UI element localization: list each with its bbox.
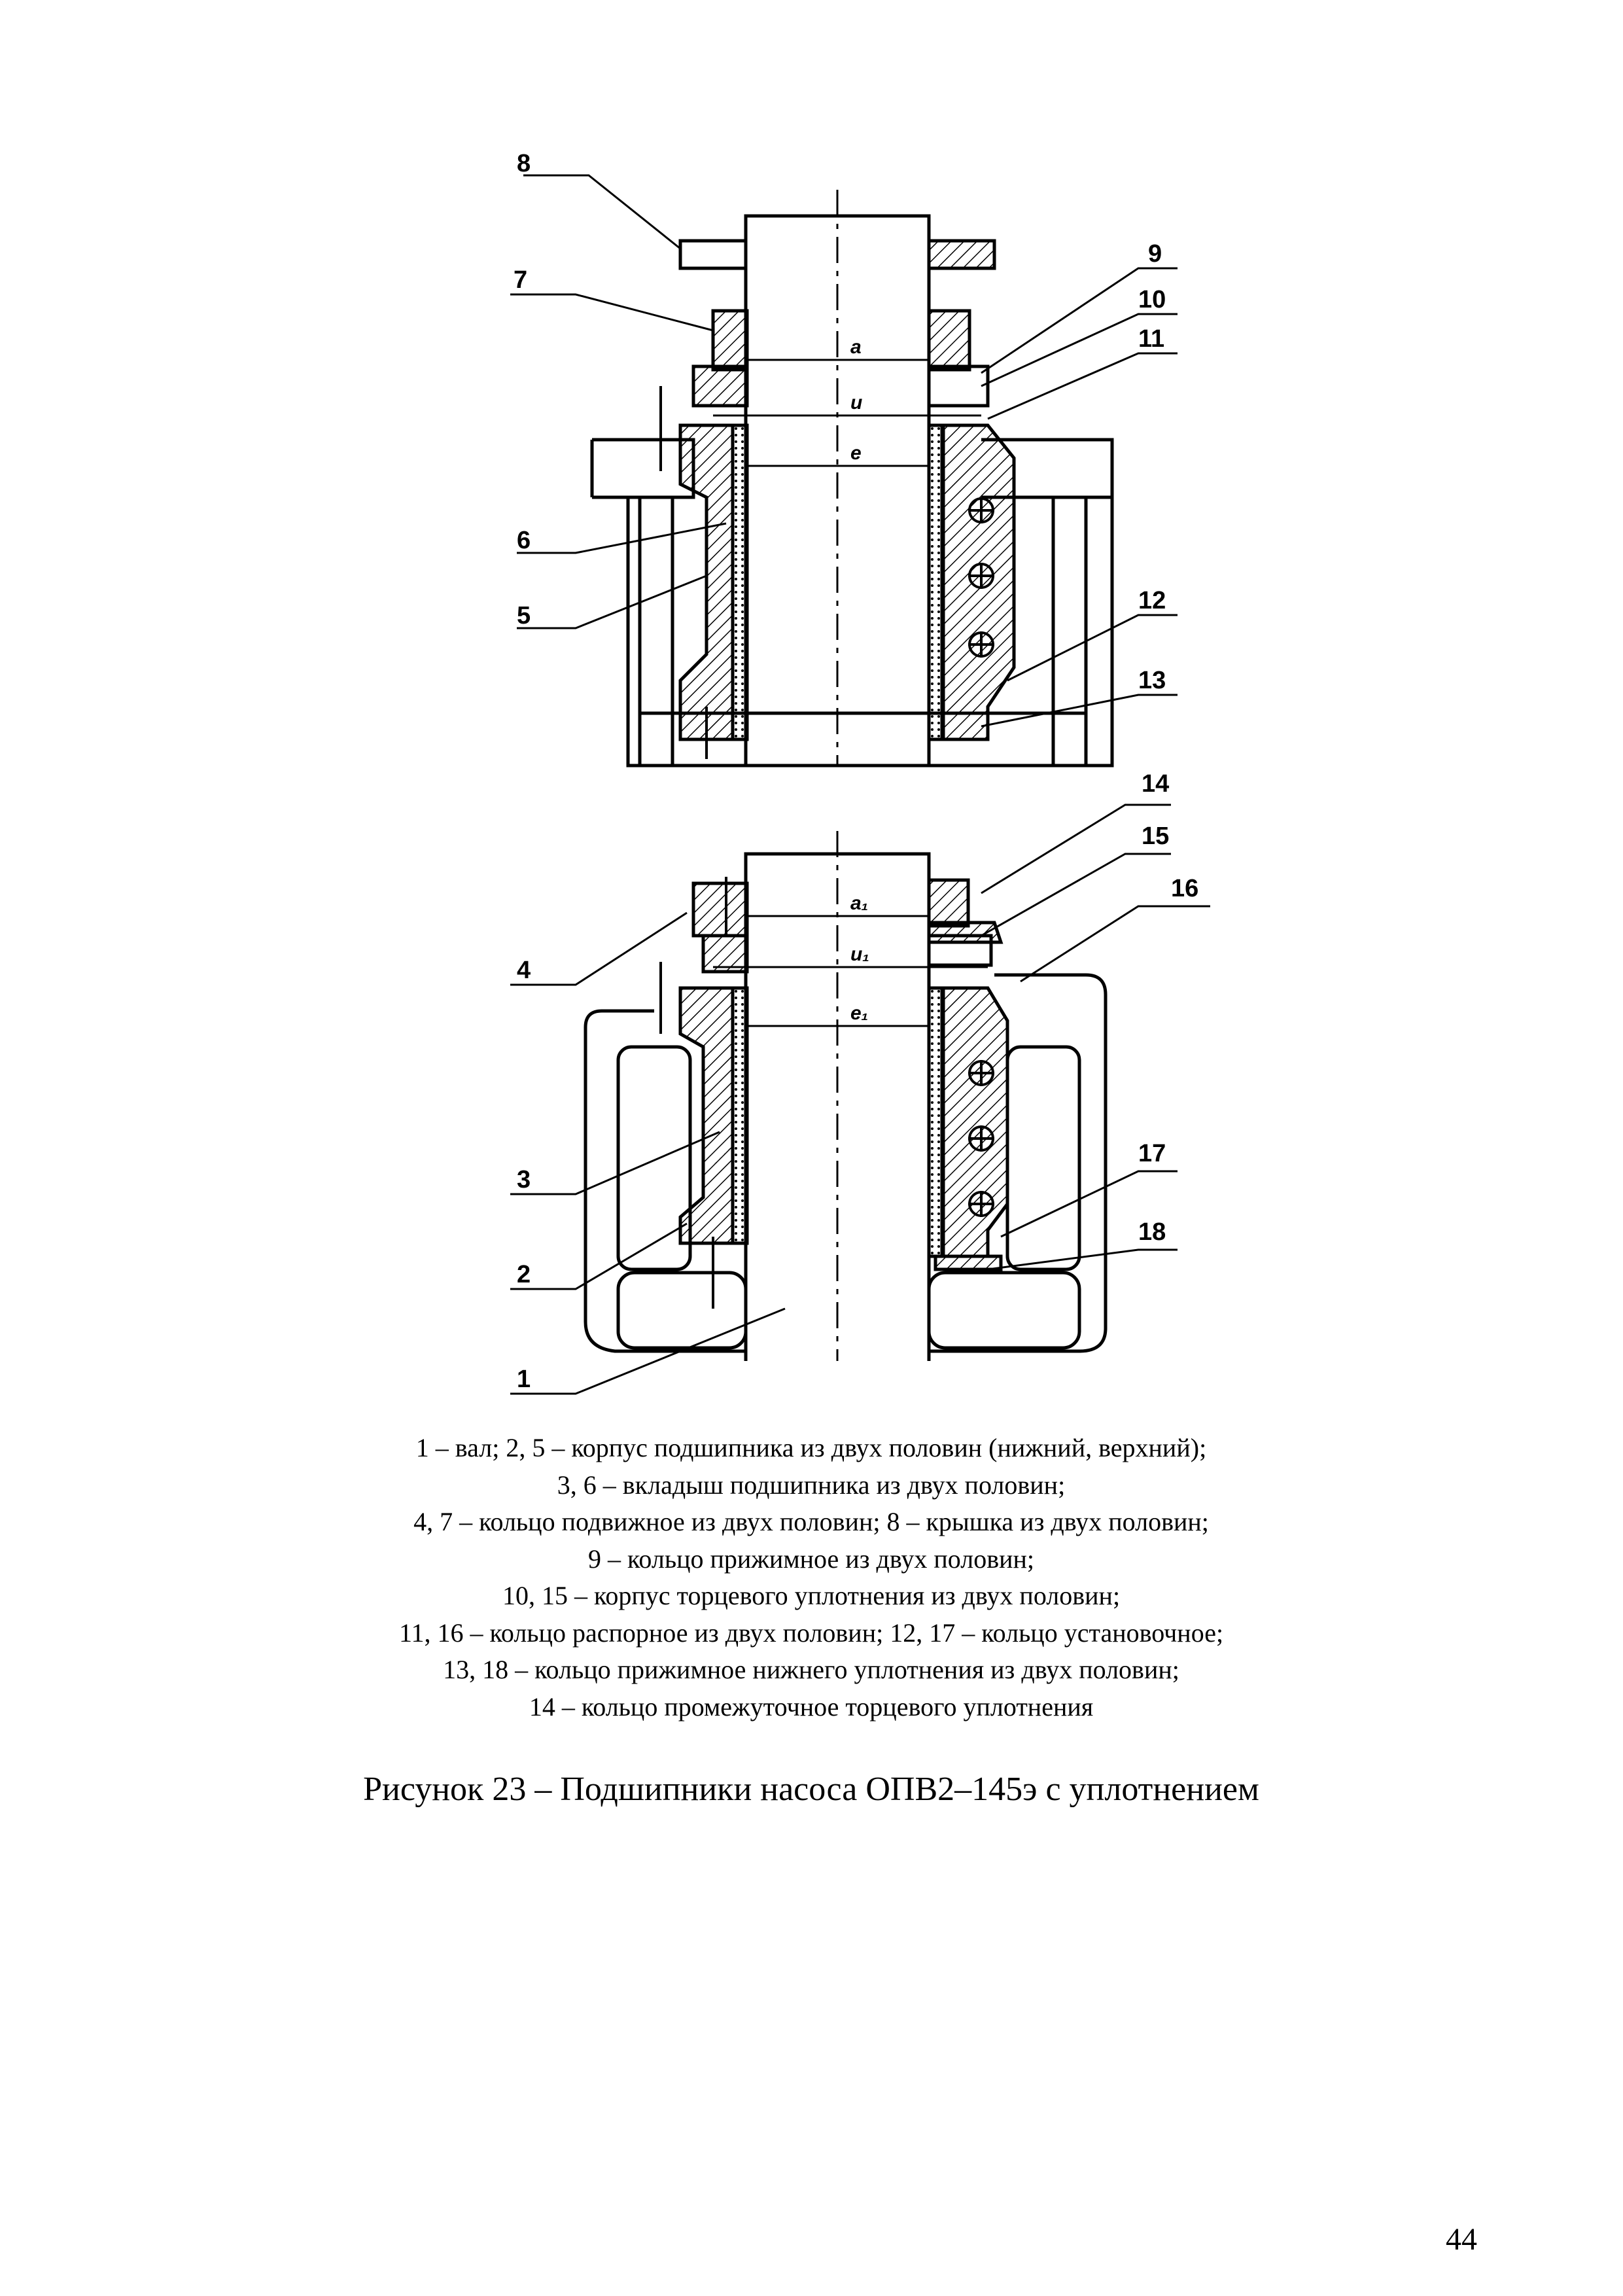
dimension-u: u (850, 392, 862, 414)
legend-line: 9 – кольцо прижимное из двух половин; (587, 1544, 1035, 1574)
legend-line: 10, 15 – корпус торцевого уплотнения из … (502, 1581, 1121, 1610)
callout-9: 9 (1148, 240, 1162, 268)
legend-line: 13, 18 – кольцо прижимное нижнего уплотн… (443, 1655, 1179, 1684)
legend-line: 3, 6 – вкладыш подшипника из двух полови… (557, 1470, 1066, 1500)
callout-16: 16 (1171, 875, 1198, 902)
figure-title: Рисунок 23 – Подшипники насоса ОПВ2–145э… (363, 1771, 1259, 1808)
callout-11: 11 (1138, 325, 1164, 353)
dimension-a: a (850, 336, 862, 358)
legend-line: 1 – вал; 2, 5 – корпус подшипника из дву… (415, 1433, 1207, 1462)
lower-bearing-assembly (510, 804, 1210, 1395)
lower-callout-labels: 14 15 16 4 3 17 18 2 1 a₁ u₁ e₁ (517, 770, 1198, 1393)
legend-line: 14 – кольцо промежуточное торцевого упло… (529, 1691, 1094, 1722)
callout-1: 1 (517, 1366, 531, 1393)
legend-line: 11, 16 – кольцо распорное из двух полови… (398, 1617, 1224, 1648)
callout-6: 6 (517, 527, 531, 554)
callout-3: 3 (517, 1166, 531, 1193)
callout-12: 12 (1138, 587, 1166, 614)
callout-14: 14 (1142, 770, 1169, 798)
bearing-assembly-drawing: 8 7 9 10 11 6 5 12 13 a u e (510, 150, 1210, 1395)
callout-7: 7 (514, 266, 527, 294)
callout-18: 18 (1138, 1218, 1166, 1246)
upper-callout-labels: 8 7 9 10 11 6 5 12 13 a u e (514, 150, 1166, 694)
dimension-e1: e₁ (850, 1002, 868, 1024)
dimension-a1: a₁ (850, 892, 868, 914)
callout-8: 8 (517, 150, 531, 177)
legend-line: 4, 7 – кольцо подвижное из двух половин;… (413, 1507, 1209, 1536)
callout-2: 2 (517, 1261, 531, 1288)
upper-bearing-assembly (510, 174, 1178, 768)
callout-4: 4 (517, 957, 531, 984)
callout-17: 17 (1138, 1140, 1166, 1167)
callout-13: 13 (1138, 667, 1166, 694)
dimension-e: e (850, 442, 862, 464)
callout-10: 10 (1138, 286, 1166, 313)
dimension-u1: u₁ (850, 944, 869, 965)
callout-5: 5 (517, 602, 531, 629)
figure-legend: 1 – вал; 2, 5 – корпус подшипника из дву… (196, 1430, 1426, 1725)
callout-15: 15 (1142, 822, 1169, 850)
page-number: 44 (1446, 2222, 1477, 2257)
